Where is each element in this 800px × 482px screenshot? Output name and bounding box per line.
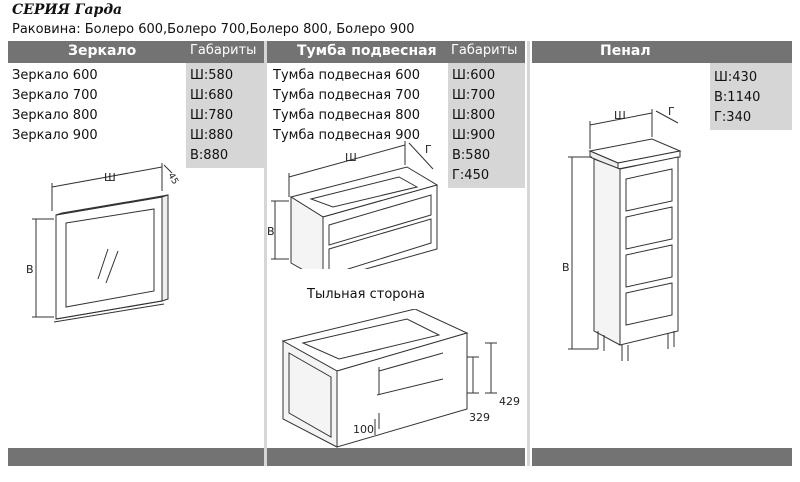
pencil-drawing: Ш Г В [562,105,682,361]
pencil-dims: Ш:430 В:1140 Г:340 [710,63,792,130]
mirror-w-label: Ш [104,171,116,184]
cabinet-drawing: Ш Г В [267,141,439,269]
mirror-h-label: В [26,263,34,276]
mirror-dim: В:880 [190,148,229,163]
mirror-dim: Ш:580 [190,68,234,83]
pencil-footer-bar [532,448,792,466]
mirror-panel: Зеркало Габариты Зеркало 600 Зеркало 700… [8,41,266,466]
separator [527,41,530,466]
mirror-dim: Ш:780 [190,108,234,123]
back-dim-329: 329 [469,411,490,424]
pencil-dim: В:1140 [714,90,761,105]
sink-line: Раковина: Болеро 600,Болеро 700,Болеро 8… [12,22,415,37]
pencil-d-label: Г [668,105,675,118]
pencil-header: Пенал [532,41,792,63]
mirror-item-list: Зеркало 600 Зеркало 700 Зеркало 800 Зерк… [12,66,98,146]
mirror-dim: Ш:880 [190,128,234,143]
cabinet-w-label: Ш [345,151,357,164]
mirror-drawing: Ш 45 В [26,163,180,323]
pencil-panel: Пенал Ш:430 В:1140 Г:340 [532,41,792,466]
mirror-header-title: Зеркало [68,43,137,59]
cabinet-dims-header: Габариты [451,43,518,58]
cabinet-item: Тумба подвесная 800 [273,108,421,123]
cabinet-dim: Ш:900 [452,128,496,143]
pencil-h-label: В [562,261,570,274]
cabinet-header: Тумба подвесная Габариты [267,41,525,63]
mirror-d-label: 45 [165,172,179,187]
mirror-item: Зеркало 600 [12,68,98,83]
back-dim-100: 100 [353,423,374,436]
mirror-item: Зеркало 900 [12,128,98,143]
mirror-dim: Ш:680 [190,88,234,103]
back-side-label: Тыльная сторона [307,287,425,302]
cabinet-d-label: Г [425,143,432,156]
pencil-dim: Ш:430 [714,70,758,85]
cabinet-dims: Ш:600 Ш:700 Ш:800 Ш:900 В:580 Г:450 [448,63,525,188]
cabinet-dim: В:580 [452,148,491,163]
series-title: СЕРИЯ Гарда [12,2,123,18]
cabinet-item: Тумба подвесная 700 [273,88,421,103]
cabinet-item: Тумба подвесная 600 [273,68,421,83]
separator [264,41,267,466]
mirror-item: Зеркало 800 [12,108,98,123]
cabinet-item: Тумба подвесная 900 [273,128,421,143]
cabinet-back-drawing: 100 329 429 [281,309,520,448]
cabinet-dim: Ш:700 [452,88,496,103]
cabinet-panel: Тумба подвесная Габариты Тумба подвесная… [267,41,525,466]
mirror-item: Зеркало 700 [12,88,98,103]
cabinet-h-label: В [267,225,275,238]
mirror-header: Зеркало Габариты [8,41,266,63]
back-dim-429: 429 [499,395,520,408]
pencil-w-label: Ш [614,109,626,122]
cabinet-dim: Г:450 [452,168,490,183]
mirror-dims: Ш:580 Ш:680 Ш:780 Ш:880 В:880 [186,63,266,168]
mirror-footer-bar [8,448,266,466]
cabinet-header-title: Тумба подвесная [297,43,437,59]
cabinet-dim: Ш:800 [452,108,496,123]
pencil-header-title: Пенал [600,43,651,59]
mirror-dims-header: Габариты [190,43,257,58]
cabinet-dim: Ш:600 [452,68,496,83]
cabinet-item-list: Тумба подвесная 600 Тумба подвесная 700 … [273,66,420,146]
cabinet-footer-bar [267,448,525,466]
pencil-dim: Г:340 [714,110,752,125]
